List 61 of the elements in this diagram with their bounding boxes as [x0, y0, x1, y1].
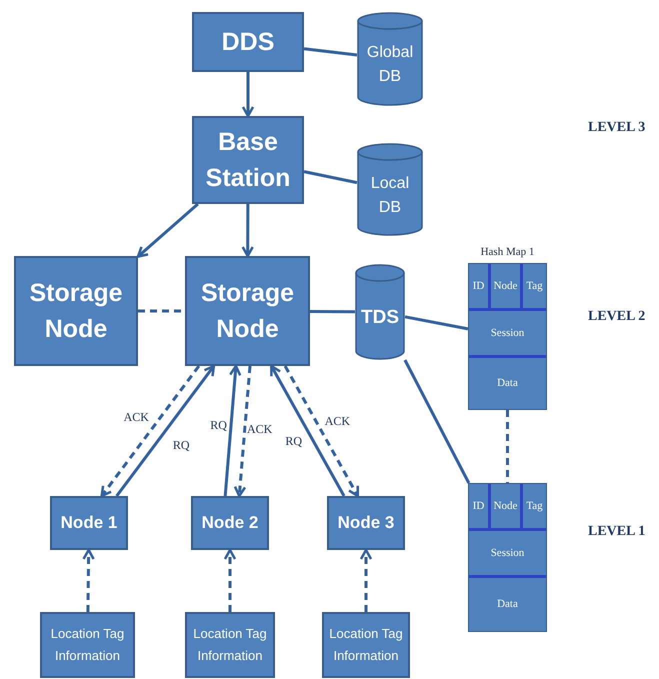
edge-label: RQ [284, 435, 304, 447]
table-title: Hash Map 1 [480, 245, 536, 260]
arrow [100, 365, 200, 498]
table-cell: Tag [523, 484, 546, 528]
node-label: Local DB [370, 174, 410, 218]
arrow [234, 366, 252, 498]
arrow [284, 365, 360, 498]
connector-line [304, 170, 358, 184]
process-box [185, 612, 275, 678]
process-box [191, 496, 269, 550]
process-box [192, 116, 304, 204]
edge-label: RQ [209, 419, 228, 431]
table-cell: Session [469, 311, 546, 355]
table-cell: ID [469, 264, 488, 308]
process-box [50, 496, 128, 550]
arrow [270, 364, 346, 497]
arrow [360, 548, 372, 612]
process-box [14, 256, 138, 366]
node-label: DDS [222, 26, 274, 58]
edge-label: ACK [122, 411, 150, 423]
node-label: Location Tag Information [50, 624, 126, 665]
node-label: Location Tag Information [328, 624, 404, 665]
connector-line [304, 47, 358, 57]
level-label: LEVEL 2 [588, 308, 646, 326]
process-box [322, 612, 410, 678]
node-label: Node 3 [338, 512, 394, 534]
table-cell: Data [469, 358, 546, 409]
process-box [185, 256, 310, 366]
process-box [327, 496, 405, 550]
edge-label: ACK [324, 415, 352, 427]
connector-line [404, 359, 470, 484]
level-label: LEVEL 3 [588, 119, 646, 137]
process-box [40, 612, 135, 678]
level-label: LEVEL 1 [588, 523, 646, 541]
table-cell: Tag [523, 264, 546, 308]
arrow [136, 202, 199, 258]
arrow [82, 548, 95, 612]
process-box [192, 12, 304, 72]
connector-line [404, 315, 468, 330]
table-cell: Data [469, 578, 546, 631]
node-label: Node 2 [202, 512, 258, 534]
arrow [224, 364, 242, 496]
node-label: Node 1 [60, 512, 118, 534]
table-cell: Session [469, 531, 546, 575]
arrow [224, 548, 236, 612]
table-cell: Node [491, 484, 520, 528]
arrow [241, 204, 254, 258]
node-label: Global DB [366, 43, 414, 87]
connector-line [310, 310, 356, 314]
node-label: Storage Node [28, 278, 124, 345]
edge-label: ACK [246, 423, 274, 435]
table-cell: Node [491, 264, 520, 308]
node-label: TDS [361, 306, 399, 330]
edge-label: RQ [172, 439, 191, 451]
table-cell: ID [469, 484, 488, 528]
node-label: Base Station [204, 126, 292, 194]
connector-line [506, 410, 509, 483]
node-label: Storage Node [200, 278, 296, 345]
arrow [242, 72, 254, 118]
arrow [115, 364, 216, 497]
node-label: Location Tag Information [192, 624, 268, 665]
